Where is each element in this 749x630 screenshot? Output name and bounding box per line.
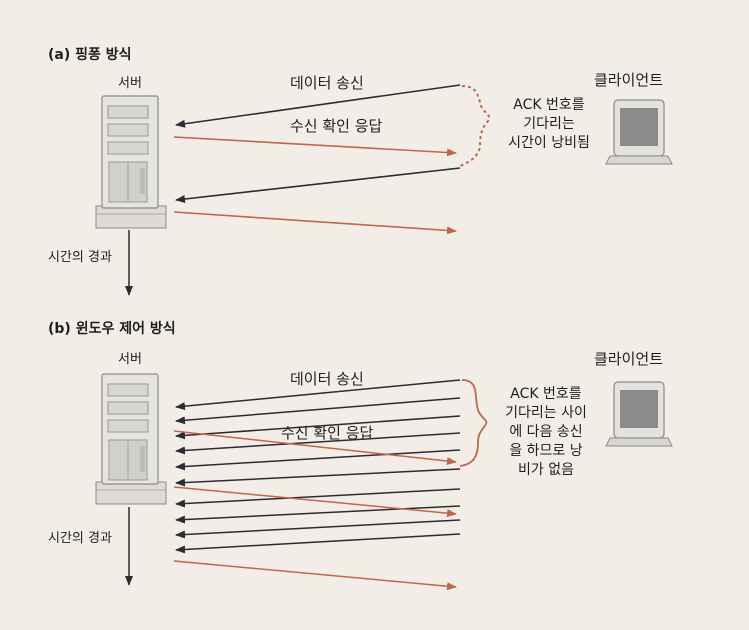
section-a-time-label: 시간의 경과: [48, 250, 112, 265]
data-send-arrow: [175, 379, 461, 411]
section-b-data-label: 데이터 송신: [290, 370, 364, 388]
section-b-note-line: 을 하므로 낭: [509, 443, 583, 459]
data-send-arrow: [175, 488, 461, 508]
data-send-arrow: [175, 415, 461, 440]
section-b-note-line: 기다리는 사이: [505, 405, 587, 421]
server-tower-icon: [95, 95, 167, 229]
data-send-arrow: [175, 505, 461, 524]
wait-bracket: [459, 85, 491, 167]
ack-arrow: [173, 211, 457, 235]
data-send-arrow: [175, 167, 461, 203]
data-send-arrow: [175, 449, 461, 471]
section-b-client-label: 클라이언트: [594, 350, 664, 368]
section-a-server-label: 서버: [118, 76, 142, 91]
section-b-ack-label: 수신 확인 응답: [278, 426, 377, 441]
ack-arrow: [173, 560, 457, 591]
section-a-client-label: 클라이언트: [594, 71, 664, 89]
ack-arrow: [173, 486, 457, 518]
section-a-note-line: 시간이 낭비됨: [508, 135, 590, 151]
section-b-note-line: 비가 없음: [518, 462, 574, 478]
monitor-icon: [605, 381, 673, 447]
data-send-arrow: [175, 519, 461, 539]
data-send-arrow: [175, 84, 461, 128]
section-a-note-line: ACK 번호를: [513, 97, 585, 113]
section-b-server-label: 서버: [118, 352, 142, 367]
section-a-ack-label: 수신 확인 응답: [290, 117, 383, 135]
section-b-title: (b) 윈도우 제어 방식: [48, 321, 176, 337]
section-b-note-line: 에 다음 송신: [509, 424, 583, 440]
section-a-note-line: 기다리는: [523, 116, 575, 132]
section-b-time-label: 시간의 경과: [48, 531, 112, 546]
data-send-arrow: [175, 397, 461, 425]
data-send-arrow: [175, 533, 461, 554]
section-b-note: ACK 번호를 기다리는 사이 에 다음 송신 을 하므로 낭 비가 없음: [492, 385, 600, 480]
server-tower-icon: [95, 373, 167, 505]
wait-bracket: [459, 379, 488, 467]
monitor-icon: [605, 99, 673, 165]
ack-arrow: [173, 430, 457, 465]
section-a-note: ACK 번호를 기다리는 시간이 낭비됨: [498, 96, 600, 153]
section-b-note-line: ACK 번호를: [510, 386, 582, 402]
data-send-arrow: [175, 468, 461, 487]
ack-arrow: [173, 136, 457, 157]
section-a-data-label: 데이터 송신: [290, 74, 364, 92]
data-send-arrow: [175, 432, 461, 455]
section-a-title: (a) 핑퐁 방식: [48, 47, 132, 63]
